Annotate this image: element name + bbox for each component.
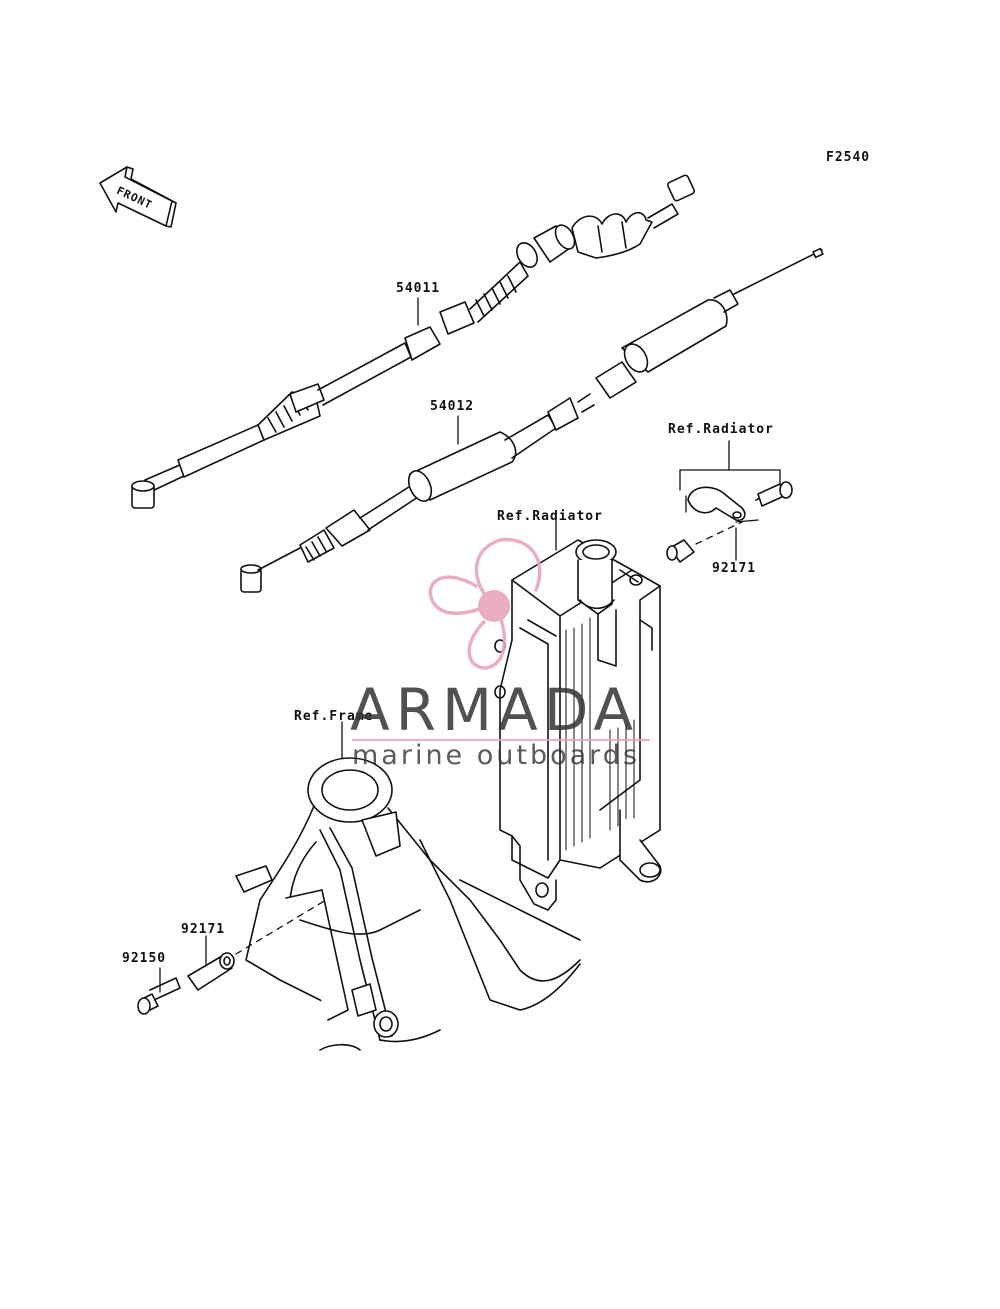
frame: [235, 721, 581, 1051]
part-label-54011: 54011: [396, 281, 441, 296]
ref-frame-label: Ref.Frame: [294, 709, 374, 724]
watermark-tagline: marine outboards: [352, 740, 641, 771]
watermark-brand: ARMADA: [350, 676, 640, 744]
radiator-ref-bracket: [679, 440, 781, 523]
figure-code: F2540: [826, 150, 871, 165]
bolt-92150: [137, 967, 181, 1015]
ref-radiator-label-top: Ref.Radiator: [668, 422, 774, 437]
clutch-cable-54011: [131, 174, 696, 509]
throttle-cable-54012: [240, 247, 824, 593]
watermark-divider: [352, 739, 650, 741]
part-label-92171-right: 92171: [712, 561, 757, 576]
part-label-92150: 92150: [122, 951, 167, 966]
front-arrow-icon: [99, 166, 177, 228]
propeller-logo-icon: [428, 537, 542, 670]
cable-clamp-92171-left: [187, 899, 327, 991]
part-label-92171-left: 92171: [181, 922, 226, 937]
ref-radiator-label-mid: Ref.Radiator: [497, 509, 603, 524]
cable-clamp-92171-right: [666, 481, 793, 563]
part-label-54012: 54012: [430, 399, 475, 414]
